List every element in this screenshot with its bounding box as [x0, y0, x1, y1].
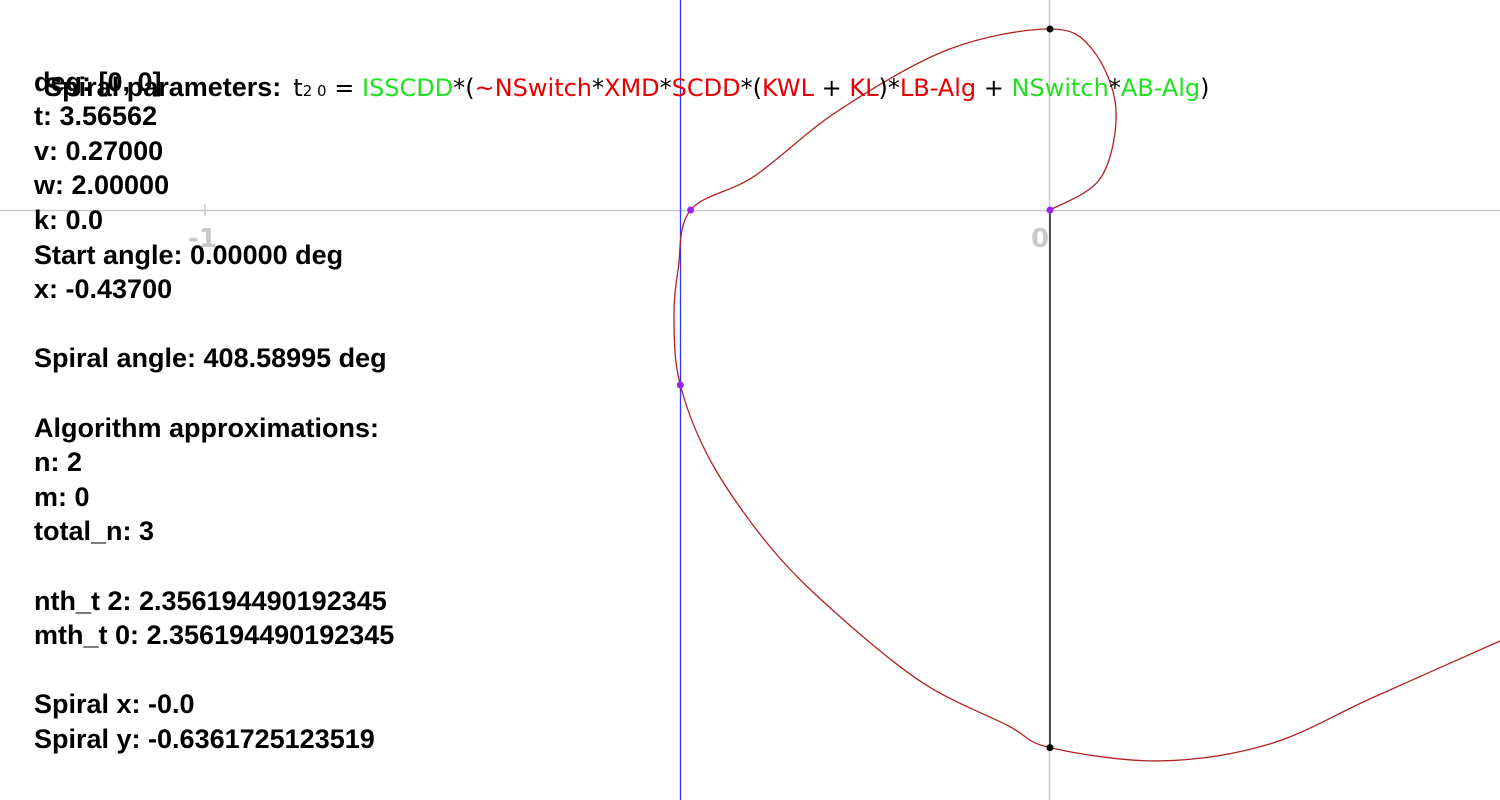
formula-token: *( — [740, 74, 762, 102]
info-line: deg: [0, 0] — [34, 66, 162, 97]
info-line: nth_t 2: 2.356194490192345 — [34, 585, 387, 616]
formula-token: + — [976, 74, 1012, 102]
info-line: t: 3.56562 — [34, 101, 158, 132]
formula-lhs-subscript: 2 0 — [302, 82, 327, 100]
info-line: total_n: 3 — [34, 516, 155, 547]
info-line: Spiral x: -0.0 — [34, 689, 195, 720]
info-blank-line — [34, 376, 394, 411]
formula: t2 0 = ISSCDD*(~NSwitch*XMD*SCDD*(KWL + … — [293, 74, 1209, 102]
formula-token: KWL — [761, 74, 814, 102]
formula-token: NSwitch — [1011, 74, 1109, 102]
formula-token: KL — [849, 74, 879, 102]
info-blank-line — [34, 653, 394, 688]
formula-token: ~NSwitch — [474, 74, 593, 102]
info-blank-line — [34, 549, 394, 584]
info-line: Start angle: 0.00000 deg — [34, 239, 344, 270]
spiral-curve — [673, 28, 1500, 762]
formula-token: * — [592, 74, 605, 102]
formula-row: Spiral parameters:t2 0 = ISSCDD*(~NSwitc… — [34, 30, 1209, 102]
info-line: v: 0.27000 — [34, 135, 164, 166]
info-blank-line — [34, 307, 394, 342]
formula-token: * — [1108, 74, 1121, 102]
info-line: Algorithm approximations: — [34, 412, 380, 443]
formula-token: AB-Alg — [1120, 74, 1201, 102]
formula-token: )* — [878, 74, 900, 102]
info-line: w: 2.00000 — [34, 170, 170, 201]
spiral-marker-origin — [1046, 206, 1054, 214]
formula-token: * — [659, 74, 672, 102]
info-line: m: 0 — [34, 481, 90, 512]
formula-lhs: t — [293, 74, 303, 102]
spiral-parameters-label: Spiral parameters: — [44, 72, 282, 102]
info-line: x: -0.43700 — [34, 274, 173, 305]
x-tick-label-zero: 0 — [1031, 224, 1049, 254]
formula-token: + — [813, 74, 850, 102]
info-line: n: 2 — [34, 447, 83, 478]
formula-token: SCDD — [671, 74, 741, 102]
formula-token: *( — [453, 74, 475, 102]
spiral-marker-bottom — [1046, 744, 1054, 752]
spiral-marker-crossing-2 — [676, 381, 684, 389]
info-line: Spiral y: -0.6361725123519 — [34, 723, 375, 754]
info-line: mth_t 0: 2.356194490192345 — [34, 620, 395, 651]
info-line: Spiral angle: 408.58995 deg — [34, 343, 387, 374]
x-tick-label-minus-one: -1 — [188, 224, 217, 254]
spiral-markers — [676, 25, 1054, 752]
formula-token: LB-Alg — [899, 74, 977, 102]
formula-expression: ISSCDD*(~NSwitch*XMD*SCDD*(KWL + KL)*LB-… — [362, 74, 1210, 102]
info-line: k: 0.0 — [34, 204, 104, 235]
formula-token: ) — [1200, 74, 1210, 102]
spiral-marker-crossing-1 — [687, 206, 695, 214]
info-spacer — [34, 30, 394, 65]
formula-equals: = — [334, 74, 355, 102]
formula-token: ISSCDD — [361, 74, 454, 102]
formula-token: XMD — [604, 74, 660, 102]
spiral-marker-top — [1046, 25, 1054, 33]
